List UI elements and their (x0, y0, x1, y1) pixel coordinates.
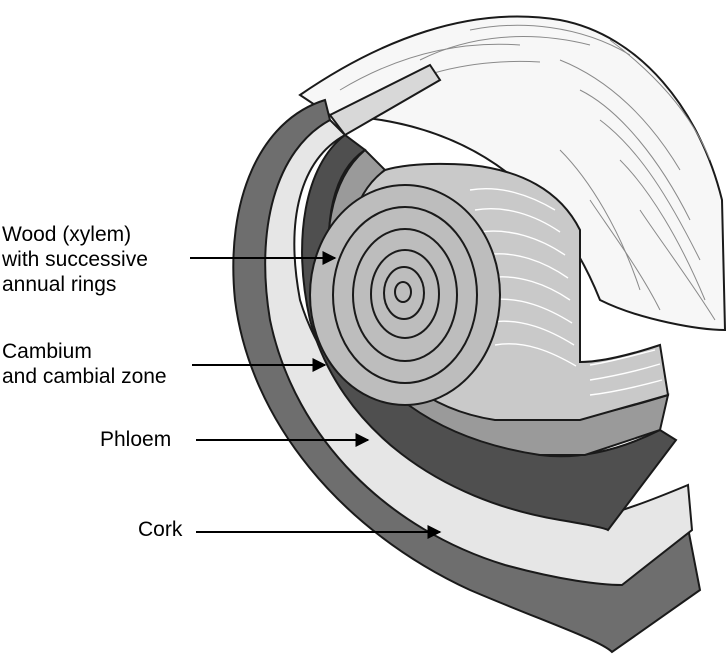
cut-face (328, 63, 442, 137)
cambium-label-line1: Cambium (2, 340, 92, 363)
phloem-label-line1: Phloem (100, 428, 172, 451)
wood-label-line2: with successive (2, 248, 148, 271)
wood-label-line3: annual rings (2, 273, 117, 296)
wood-label: Wood (xylem) with successive annual ring… (2, 222, 148, 297)
phloem-label: Phloem (100, 427, 171, 452)
cambium-label: Cambium and cambial zone (2, 339, 167, 389)
inner-bark-layer (264, 118, 694, 587)
cork-label-line1: Cork (138, 518, 183, 541)
cambium-label-line2: and cambial zone (2, 365, 167, 388)
leader-lines (190, 251, 442, 539)
wood-label-line1: Wood (xylem) (2, 223, 132, 246)
annual-rings (309, 184, 501, 406)
cork-label: Cork (138, 517, 182, 542)
